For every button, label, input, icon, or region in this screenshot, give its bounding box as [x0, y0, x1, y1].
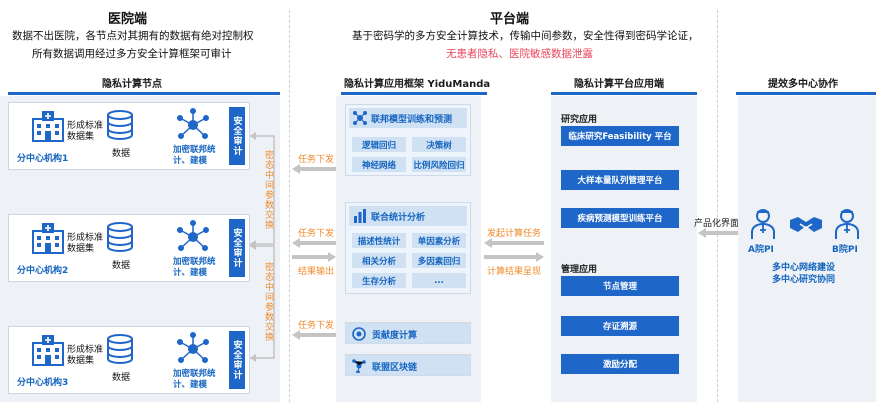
secret-exchange-label-1: 密态中间参数交换 — [263, 150, 273, 230]
hospital-building-icon — [32, 335, 64, 366]
collab-header-bar — [736, 92, 876, 95]
network-nodes-icon — [177, 220, 209, 251]
task-down-label-2: 任务下发 — [298, 229, 335, 239]
research-apps-label: 研究应用 — [561, 115, 598, 125]
contribution-label: 贡献度计算 — [372, 331, 418, 341]
hospital-line2: 所有数据调用经过多方安全计算框架可审计 — [32, 48, 232, 60]
hospital-node-1: 分中心机构1 形成标准 数据集 数据 加密联邦统 计、建模 安全审计 — [8, 102, 250, 170]
pi-a-label: A院PI — [748, 245, 774, 255]
app-feasibility-platform[interactable]: 临床研究Feasibility 平台 — [561, 126, 679, 146]
contribution-box: 贡献度计算 — [345, 322, 471, 344]
data-label: 数据 — [112, 373, 131, 383]
framework-title: 隐私计算应用框架 YiduManda — [344, 79, 491, 90]
bar-chart-icon — [354, 209, 366, 223]
collab-title: 提效多中心协作 — [768, 79, 838, 90]
standard-dataset-label: 形成标准 数据集 — [67, 345, 104, 366]
result-output-label: 结果输出 — [298, 267, 335, 277]
app-header-bar — [551, 92, 697, 95]
standard-dataset-label: 形成标准 数据集 — [67, 121, 104, 142]
collab-panel: A院PI B院PI 多中心网络建设 多中心研究协同 — [738, 96, 876, 402]
hospital-building-icon — [32, 223, 64, 254]
doctor-a-icon — [751, 209, 775, 239]
secret-exchange-label-2: 密态中间参数交换 — [263, 262, 273, 342]
doctor-b-icon — [835, 209, 859, 239]
platform-title: 平台端 — [490, 12, 530, 27]
chip-correlation: 相关分析 — [352, 253, 406, 268]
task-down-label-1: 任务下发 — [298, 155, 335, 165]
network-icon — [353, 111, 367, 125]
arrow-left-launch — [484, 238, 544, 248]
node-name: 分中心机构3 — [17, 378, 69, 388]
launch-task-label: 发起计算任务 — [487, 229, 542, 239]
chip-neural-network: 神经网络 — [352, 157, 406, 172]
database-icon — [107, 110, 133, 141]
app-incentive-allocation[interactable]: 激励分配 — [561, 354, 679, 374]
security-audit-tag: 安全审计 — [229, 331, 245, 389]
arrow-left-ui — [698, 228, 738, 238]
task-down-label-3: 任务下发 — [298, 321, 335, 331]
security-audit-tag: 安全审计 — [229, 219, 245, 277]
chip-univariate: 单因素分析 — [412, 233, 466, 248]
framework-header-bar — [341, 92, 487, 95]
federated-model-header: 联邦模型训练和预测 — [349, 108, 467, 128]
node-name: 分中心机构1 — [17, 154, 69, 164]
blockchain-icon — [352, 359, 366, 373]
blockchain-label: 联盟区块链 — [372, 363, 418, 373]
app-cohort-platform[interactable]: 大样本量队列管理平台 — [561, 170, 679, 190]
joint-statistics-group: 联合统计分析 描述性统计 单因素分析 相关分析 多因素回归 生存分析 ... — [345, 202, 471, 294]
network-nodes-icon — [177, 332, 209, 363]
hospital-header-bar — [8, 92, 280, 95]
encrypted-model-label: 加密联邦统 计、建模 — [173, 257, 216, 278]
chip-multivariate: 多因素回归 — [412, 253, 466, 268]
pi-b-label: B院PI — [832, 245, 858, 255]
chip-logistic-regression: 逻辑回归 — [352, 137, 406, 152]
security-audit-tag: 安全审计 — [229, 107, 245, 165]
encrypted-model-label: 加密联邦统 计、建模 — [173, 369, 216, 390]
app-panel: 研究应用 临床研究Feasibility 平台 大样本量队列管理平台 疾病预测模… — [551, 96, 697, 402]
exchange-bracket — [250, 132, 275, 362]
chip-more: ... — [412, 273, 466, 288]
arrow-right-result-present — [484, 252, 544, 262]
app-node-management[interactable]: 节点管理 — [561, 276, 679, 296]
platform-line1: 基于密码学的多方安全计算技术，传输中间参数，安全性得到密码学论证， — [352, 30, 699, 42]
medal-icon — [352, 327, 366, 341]
chip-survival: 生存分析 — [352, 273, 406, 288]
app-evidence-tracing[interactable]: 存证溯源 — [561, 316, 679, 336]
hospital-title: 医院端 — [108, 12, 148, 27]
framework-panel: 联邦模型训练和预测 逻辑回归 决策树 神经网络 比例风险回归 联合统计分析 描述… — [336, 96, 481, 402]
node-name: 分中心机构2 — [17, 266, 69, 276]
data-label: 数据 — [112, 149, 131, 159]
app-title: 隐私计算平台应用端 — [574, 79, 664, 90]
result-present-label: 计算结果呈现 — [487, 267, 542, 277]
database-icon — [107, 222, 133, 253]
blockchain-box: 联盟区块链 — [345, 354, 471, 376]
standard-dataset-label: 形成标准 数据集 — [67, 233, 104, 254]
arrow-right-result — [292, 252, 336, 262]
collab-line2: 多中心研究协同 — [772, 275, 836, 285]
database-icon — [107, 334, 133, 365]
hospital-line1: 数据不出医院，各节点对其拥有的数据有绝对控制权 — [12, 30, 254, 42]
platform-line2: 无患者隐私、医院敏感数据泄露 — [446, 48, 593, 60]
nodes-title: 隐私计算节点 — [102, 79, 162, 90]
data-label: 数据 — [112, 261, 131, 271]
hospital-node-3: 分中心机构3 形成标准 数据集 数据 加密联邦统 计、建模 安全审计 — [8, 326, 250, 394]
management-apps-label: 管理应用 — [561, 265, 598, 275]
chip-descriptive-stats: 描述性统计 — [352, 233, 406, 248]
collab-line1: 多中心网络建设 — [772, 263, 836, 273]
joint-statistics-header: 联合统计分析 — [349, 206, 467, 226]
chip-decision-tree: 决策树 — [412, 137, 466, 152]
chip-cox-regression: 比例风险回归 — [412, 157, 466, 172]
arrow-left-3 — [292, 330, 336, 340]
handshake-icon — [790, 217, 822, 232]
hospital-building-icon — [32, 111, 64, 142]
product-ui-label: 产品化界面 — [694, 219, 740, 229]
hospital-panel: 分中心机构1 形成标准 数据集 数据 加密联邦统 计、建模 安全审计 分中心机构… — [0, 96, 280, 402]
hospital-node-2: 分中心机构2 形成标准 数据集 数据 加密联邦统 计、建模 安全审计 — [8, 214, 250, 282]
arrow-left-2 — [292, 238, 336, 248]
encrypted-model-label: 加密联邦统 计、建模 — [173, 145, 216, 166]
network-nodes-icon — [177, 108, 209, 139]
arrow-left-1 — [292, 164, 336, 174]
federated-model-group: 联邦模型训练和预测 逻辑回归 决策树 神经网络 比例风险回归 — [345, 104, 471, 176]
app-prediction-platform[interactable]: 疾病预测模型训练平台 — [561, 208, 679, 228]
